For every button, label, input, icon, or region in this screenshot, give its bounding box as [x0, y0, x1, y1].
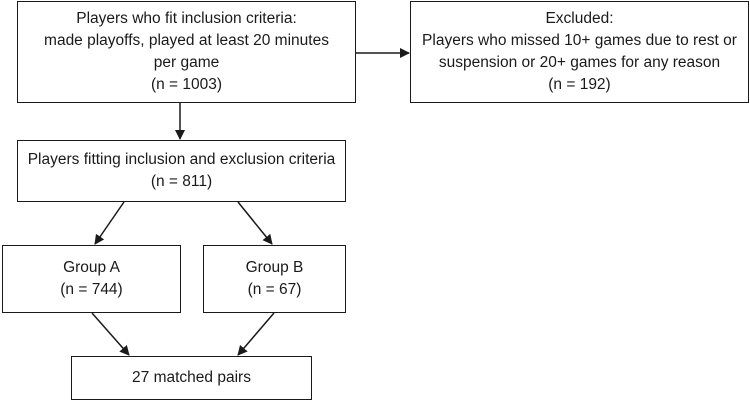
group-b-label: Group B	[245, 259, 304, 276]
excluded-line-2: Players who missed 10+ games due to rest…	[422, 32, 737, 49]
excluded-heading: Excluded:	[545, 10, 614, 27]
inclusion-line-2: made playoffs, played at least 20 minute…	[44, 32, 329, 49]
fitting-count: (n = 811)	[150, 173, 213, 190]
excluded-line-3: suspension or 20+ games for any reason	[438, 54, 721, 71]
inclusion-criteria-box: Players who fit inclusion criteria: made…	[17, 1, 356, 103]
group-a-box: Group A (n = 744)	[2, 245, 181, 313]
fitting-label: Players fitting inclusion and exclusion …	[27, 151, 336, 168]
matched-pairs-label: 27 matched pairs	[132, 369, 251, 386]
inclusion-line-1: Players who fit inclusion criteria:	[76, 10, 297, 27]
excluded-count: (n = 192)	[548, 76, 611, 93]
group-a-count: (n = 744)	[60, 281, 123, 298]
inclusion-count: (n = 1003)	[150, 76, 223, 93]
arrow-group-a-to-matched	[91, 312, 130, 356]
arrow-group-b-to-matched	[237, 312, 275, 356]
matched-pairs-box: 27 matched pairs	[71, 356, 312, 400]
fitting-criteria-box: Players fitting inclusion and exclusion …	[17, 140, 346, 202]
group-b-count: (n = 67)	[247, 281, 302, 298]
excluded-box: Excluded: Players who missed 10+ games d…	[410, 1, 749, 103]
arrow-fitting-to-group-b	[237, 201, 273, 245]
inclusion-line-3: per game	[153, 54, 220, 71]
group-b-box: Group B (n = 67)	[203, 245, 346, 313]
group-a-label: Group A	[63, 259, 120, 276]
arrow-fitting-to-group-a	[94, 201, 125, 245]
